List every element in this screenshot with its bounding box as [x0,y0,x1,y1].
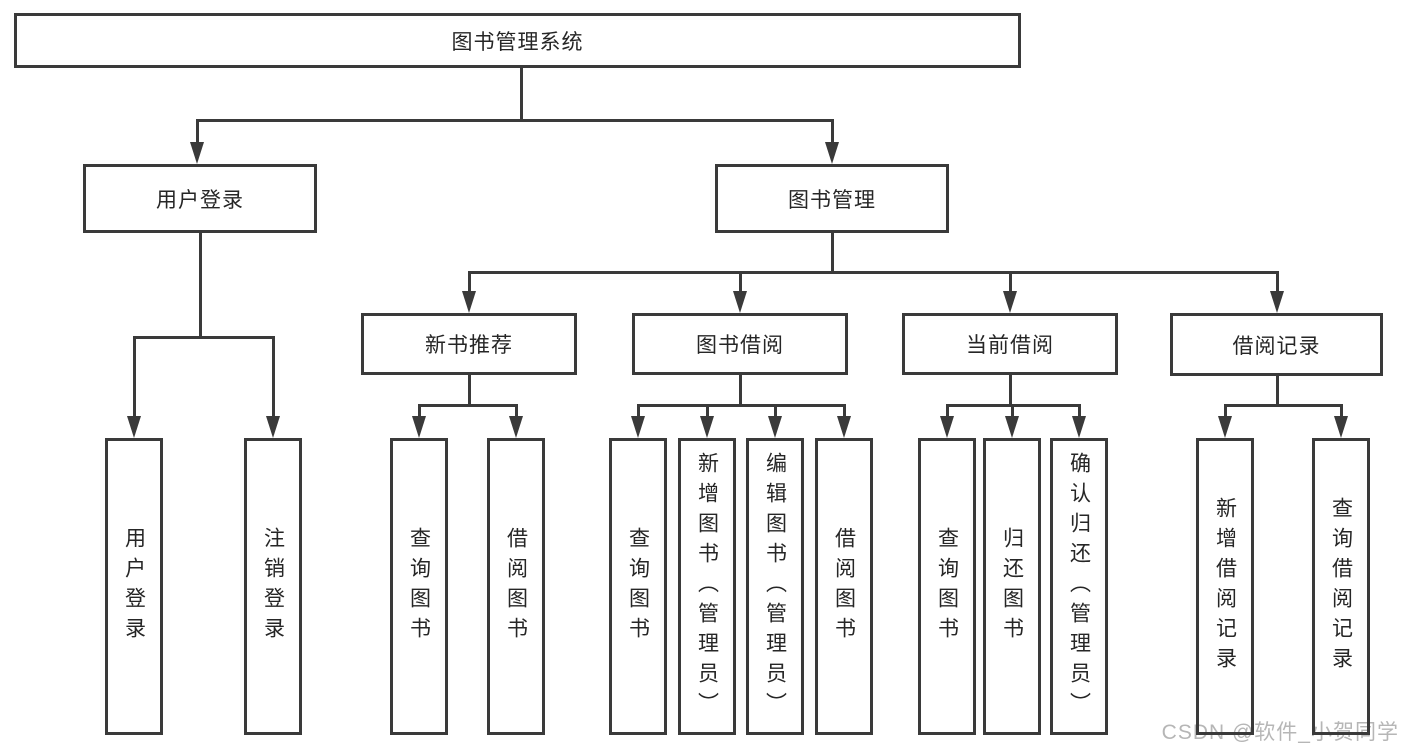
arrowhead-new-book-rec [462,291,476,313]
edge-shaft-book-mgmt [831,119,834,146]
node-borrow-record-label: 借阅记录 [1232,334,1321,358]
edge-shaft-query-book-current [946,404,949,420]
edge-new-book-rec-drop [468,375,471,407]
arrowhead-query-book-borrow [631,416,645,438]
edge-shaft-borrow-record [1276,271,1279,295]
arrowhead-confirm-return [1072,416,1086,438]
edge-borrow-record-rail [1224,404,1343,407]
edge-shaft-return-book [1011,404,1014,420]
node-current-borrow: 当前借阅 [902,313,1118,375]
edge-shaft-add-book [706,404,709,420]
arrowhead-add-record [1218,416,1232,438]
leaf-user-login-label: 用户登录 [122,526,146,647]
arrowhead-current-borrow [1003,291,1017,313]
leaf-add-borrow-record: 新增借阅记录 [1196,438,1254,735]
leaf-query-book-rec: 查询图书 [390,438,448,735]
node-borrow-record: 借阅记录 [1170,313,1383,376]
leaf-query-borrow-record-label: 查询借阅记录 [1329,496,1353,677]
edge-shaft-edit-book [774,404,777,420]
arrowhead-user-login [190,142,204,164]
edge-book-mgmt-rail [468,271,1279,274]
leaf-query-book-current-label: 查询图书 [935,526,959,647]
node-root: 图书管理系统 [14,13,1021,68]
arrowhead-leaf-user-login [127,416,141,438]
edge-root-drop [520,66,523,121]
edge-shaft-query-book-rec [418,404,421,420]
watermark: CSDN @软件_小贺同学 [1161,721,1399,744]
edge-shaft-leaf-logout [272,336,275,420]
leaf-logout-label: 注销登录 [261,526,285,647]
leaf-query-book-current: 查询图书 [918,438,976,735]
arrowhead-return-book [1005,416,1019,438]
node-book-borrow: 图书借阅 [632,313,848,375]
edge-book-borrow-drop [739,375,742,407]
arrowhead-add-book [700,416,714,438]
leaf-confirm-return-admin: 确认归还（管理员） [1050,438,1108,735]
edge-shaft-confirm-return [1078,404,1081,420]
edge-shaft-user-login [196,119,199,146]
leaf-edit-book-admin-label: 编辑图书（管理员） [763,451,787,722]
edge-root-rail [196,119,834,122]
leaf-add-borrow-record-label: 新增借阅记录 [1213,496,1237,677]
node-book-mgmt-label: 图书管理 [788,188,876,212]
edge-user-login-drop [199,233,202,339]
arrowhead-borrow-record [1270,291,1284,313]
node-user-login: 用户登录 [83,164,317,233]
arrowhead-query-record [1334,416,1348,438]
edge-shaft-borrow-book-rec [515,404,518,420]
leaf-query-book-borrow-label: 查询图书 [626,526,650,647]
leaf-confirm-return-admin-label: 确认归还（管理员） [1067,451,1091,722]
leaf-borrow-book-borrow: 借阅图书 [815,438,873,735]
edge-shaft-new-book-rec [468,271,471,295]
arrowhead-book-borrow [733,291,747,313]
edge-shaft-add-record [1224,404,1227,420]
leaf-borrow-book-rec: 借阅图书 [487,438,545,735]
leaf-logout: 注销登录 [244,438,302,735]
edge-shaft-current-borrow [1009,271,1012,295]
node-book-borrow-label: 图书借阅 [696,334,784,357]
leaf-return-book: 归还图书 [983,438,1041,735]
node-new-book-rec-label: 新书推荐 [425,334,513,357]
arrowhead-query-book-current [940,416,954,438]
node-book-mgmt: 图书管理 [715,164,949,233]
edge-current-borrow-drop [1009,375,1012,407]
arrowhead-edit-book [768,416,782,438]
leaf-borrow-book-borrow-label: 借阅图书 [832,526,856,647]
edge-shaft-leaf-user-login [133,336,136,420]
leaf-query-book-rec-label: 查询图书 [407,526,431,647]
edge-user-login-rail [133,336,275,339]
edge-shaft-borrow-book-borrow [843,404,846,420]
edge-book-mgmt-drop [831,233,834,273]
edge-shaft-book-borrow [739,271,742,295]
node-new-book-rec: 新书推荐 [361,313,577,375]
node-current-borrow-label: 当前借阅 [966,334,1054,357]
edge-new-book-rec-rail [418,404,518,407]
leaf-edit-book-admin: 编辑图书（管理员） [746,438,804,735]
node-user-login-label: 用户登录 [156,188,244,212]
leaf-user-login: 用户登录 [105,438,163,735]
leaf-add-book-admin: 新增图书（管理员） [678,438,736,735]
leaf-borrow-book-rec-label: 借阅图书 [504,526,528,647]
arrowhead-borrow-book-rec [509,416,523,438]
leaf-query-borrow-record: 查询借阅记录 [1312,438,1370,735]
arrowhead-query-book-rec [412,416,426,438]
edge-borrow-record-drop [1276,375,1279,407]
leaf-query-book-borrow: 查询图书 [609,438,667,735]
arrowhead-book-mgmt [825,142,839,164]
edge-shaft-query-book-borrow [637,404,640,420]
arrowhead-leaf-logout [266,416,280,438]
edge-shaft-query-record [1340,404,1343,420]
leaf-add-book-admin-label: 新增图书（管理员） [695,451,719,722]
arrowhead-borrow-book-borrow [837,416,851,438]
leaf-return-book-label: 归还图书 [1000,526,1024,647]
node-root-label: 图书管理系统 [451,30,584,54]
edge-book-borrow-rail [637,404,846,407]
